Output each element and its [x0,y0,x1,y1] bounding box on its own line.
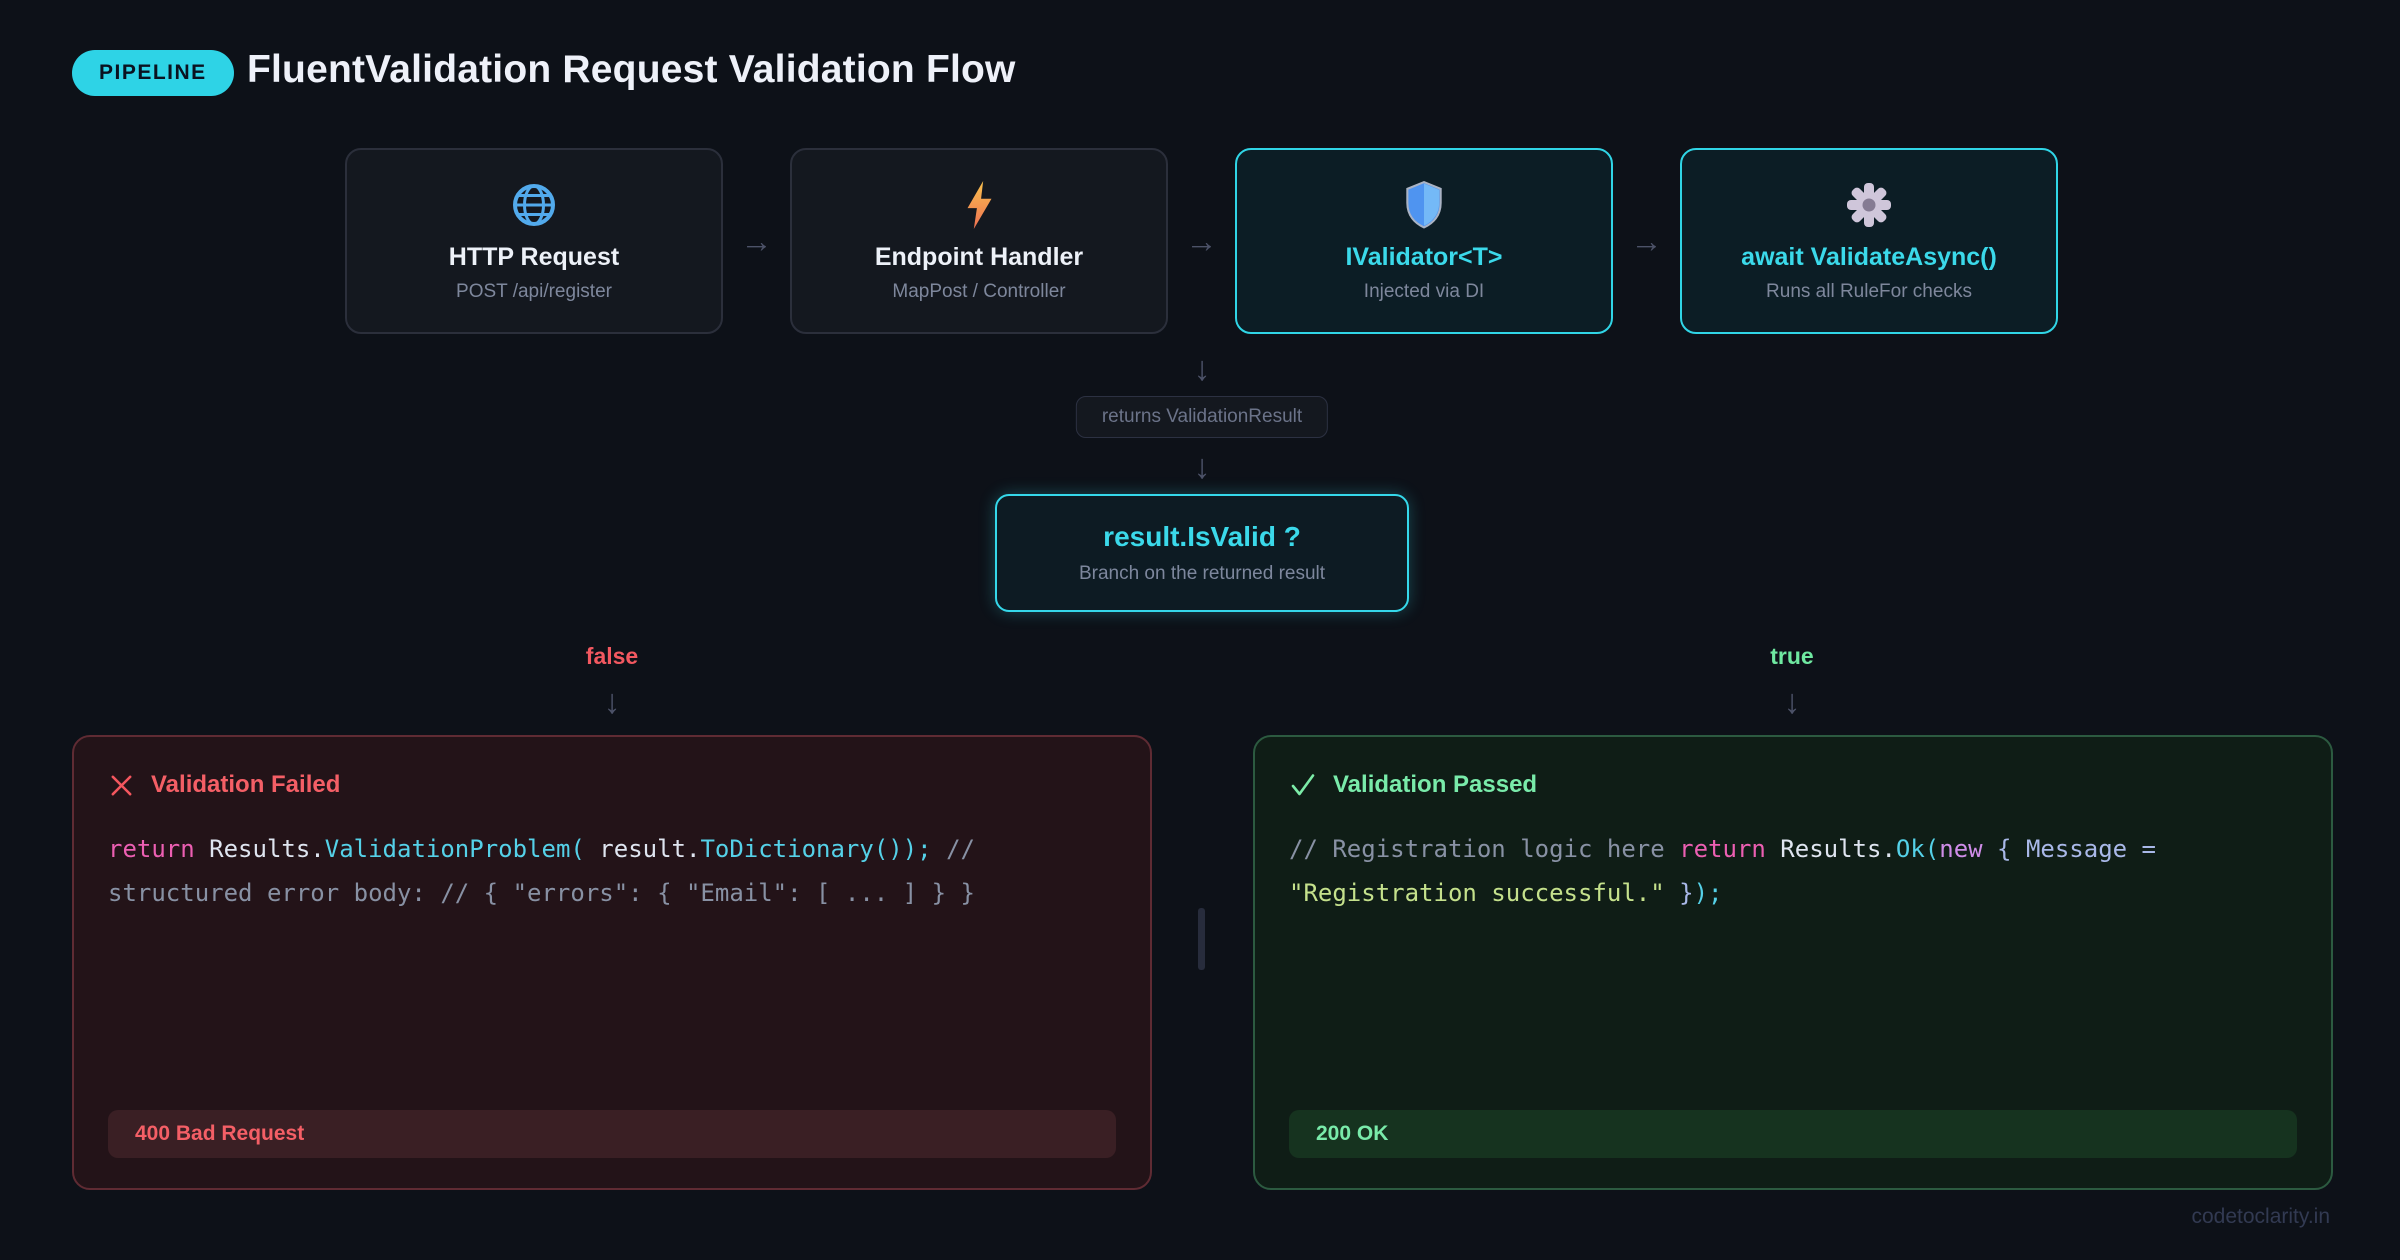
check-icon [1289,771,1317,799]
validation-passed-panel: Validation Passed // Registration logic … [1253,735,2333,1190]
globe-icon [510,179,558,231]
node-title: HTTP Request [448,243,620,271]
arrow-down-icon: ↓ [1193,448,1211,486]
passed-code-snippet: // Registration logic here return Result… [1289,835,2156,907]
node-title: IValidator<T> [1345,243,1503,271]
pipeline-row: HTTP Request POST /api/register → Endpoi… [345,148,2058,334]
result-title: Validation Passed [1333,771,1538,798]
gear-icon [1845,179,1893,231]
arrow-down-icon: ↓ [1193,350,1211,388]
arrow-down-icon: ↓ [1783,683,1801,721]
failed-code-snippet: return Results.ValidationProblem( result… [108,835,975,907]
node-title: await ValidateAsync() [1741,243,1997,271]
status-badge-200: 200 OK [1289,1110,2297,1158]
validation-failed-header: Validation Failed [108,771,1116,799]
node-endpoint-handler: Endpoint Handler MapPost / Controller [790,148,1168,334]
decision-title: result.IsValid ? [1103,521,1301,552]
watermark: codetoclarity.in [2191,1205,2330,1228]
lightning-icon [962,179,996,231]
shield-icon [1403,179,1445,231]
validation-failed-panel: Validation Failed return Results.Validat… [72,735,1152,1190]
status-badge-400: 400 Bad Request [108,1110,1116,1158]
node-ivalidator: IValidator<T> Injected via DI [1235,148,1613,334]
validation-passed-header: Validation Passed [1289,771,2297,799]
node-validate-async: await ValidateAsync() Runs all RuleFor c… [1680,148,2058,334]
result-title: Validation Failed [151,771,341,798]
arrow-right-icon: → [740,222,773,259]
node-subtitle: Runs all RuleFor checks [1766,281,1972,302]
node-subtitle: MapPost / Controller [892,281,1066,302]
node-title: Endpoint Handler [874,243,1084,271]
node-http-request: HTTP Request POST /api/register [345,148,723,334]
pipeline-badge: PIPELINE [72,50,234,96]
decision-subtitle: Branch on the returned result [1078,563,1326,584]
arrow-right-icon: → [1630,222,1663,259]
x-icon [108,772,135,799]
branch-divider [1198,908,1205,970]
branch-label-true: true [1770,643,1814,669]
page-title: FluentValidation Request Validation Flow [247,48,1016,91]
arrow-right-icon: → [1185,222,1218,259]
decision-node-isvalid: result.IsValid ? Branch on the returned … [995,494,1409,612]
node-subtitle: Injected via DI [1363,281,1485,302]
branch-label-false: false [585,643,639,669]
returns-validationresult-label: returns ValidationResult [1075,396,1329,438]
arrow-down-icon: ↓ [603,683,621,721]
node-subtitle: POST /api/register [456,281,612,302]
